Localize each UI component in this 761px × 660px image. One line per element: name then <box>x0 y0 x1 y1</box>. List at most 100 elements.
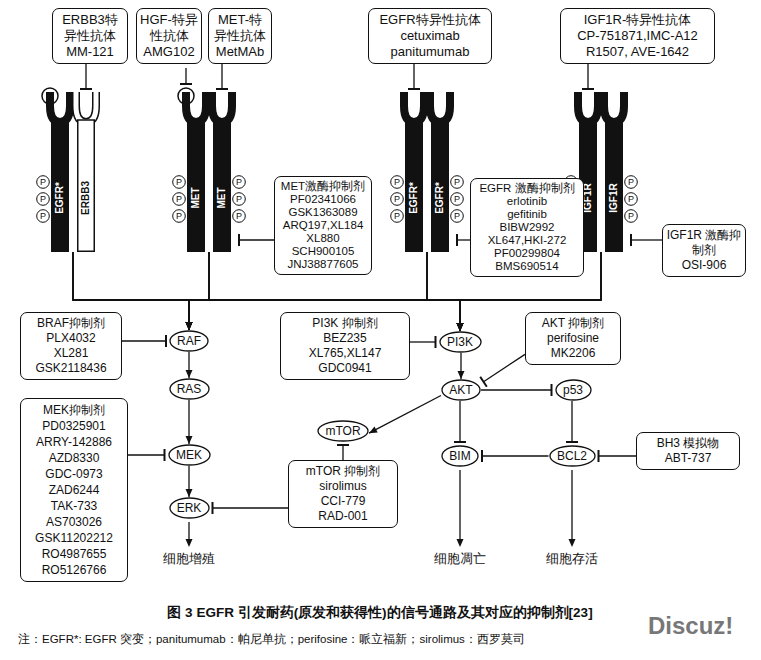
node-label: EGFR 激酶抑制剂 <box>474 182 580 195</box>
node-body: PF02341066 GSK1363089 ARQ197,XL184 XL880… <box>278 193 368 271</box>
node-label: P <box>624 192 638 206</box>
receptor-stem <box>213 120 231 252</box>
connector-line <box>221 64 222 89</box>
phospho-shape <box>391 176 404 189</box>
phospho-circle: P <box>450 192 464 206</box>
connector-line <box>457 239 470 240</box>
receptor: MET <box>182 92 210 252</box>
rounded-box: MET激酶抑制剂PF02341066 GSK1363089 ARQ197,XL1… <box>274 176 372 275</box>
phospho-shape <box>37 210 50 223</box>
connector-line <box>427 252 460 331</box>
activation-connector <box>427 252 464 331</box>
node-body: erlotinib gefitinib BIBW2992 XL647,HKI-2… <box>474 195 580 273</box>
arrow-head <box>186 322 193 330</box>
receptor: IGF1R <box>600 92 628 252</box>
receptor-shape <box>400 92 428 252</box>
phospho-circle: P <box>624 209 638 223</box>
receptor-stem <box>78 120 95 251</box>
phospho-circle: P <box>624 175 638 189</box>
oval-shape <box>440 332 481 352</box>
node-label: BCL2 <box>557 445 587 467</box>
arrow-head <box>369 426 378 433</box>
oval-node: MEK <box>168 444 211 466</box>
node-body: OSI-906 <box>666 258 742 273</box>
output-arrow <box>571 470 572 540</box>
node-label: P <box>450 209 464 223</box>
outcome-label: 细胞存活 <box>546 550 598 568</box>
activation-connector <box>369 396 441 434</box>
node-label: IGF1R-特异性抗体 <box>564 12 711 28</box>
receptor-cup <box>186 92 206 122</box>
rounded-box: AKT 抑制剂perifosine MK2206 <box>525 312 621 365</box>
node-body: AMG102 <box>140 44 198 60</box>
receptor: EGFR* <box>426 92 454 252</box>
arrow-head <box>186 322 193 330</box>
phospho-circle: P <box>36 192 50 206</box>
inhibition-connector <box>410 336 436 348</box>
activation-connector <box>186 466 193 497</box>
connector-line <box>189 252 209 330</box>
phospho-circle: P <box>172 209 186 223</box>
inhibit-bar <box>216 88 228 90</box>
arrow-head <box>457 323 464 331</box>
rounded-box: HGF-特异性抗体AMG102 <box>136 8 202 64</box>
phospho-shape <box>625 193 638 206</box>
rounded-box: mTOR 抑制剂sirolimus CCI-779 RAD-001 <box>288 460 398 528</box>
oval-shape <box>169 445 210 465</box>
node-label: P <box>390 192 404 206</box>
inhibit-bar <box>566 441 578 443</box>
inhibit-bar <box>212 502 214 514</box>
receptor-cup <box>50 92 70 122</box>
node-body: cetuximab panitumumab <box>372 28 488 60</box>
arrow-head <box>186 322 193 330</box>
node-label: RAF <box>177 330 201 352</box>
node-label: P <box>624 175 638 189</box>
node-label: MEK抑制剂 <box>24 402 124 418</box>
node-label: EGFR* <box>408 168 420 228</box>
phospho-circle: P <box>172 192 186 206</box>
activation-connector <box>186 352 193 378</box>
figure-caption: 图 3 EGFR 引发耐药(原发和获得性)的信号通路及其对应的抑制剂[23] <box>167 604 592 622</box>
connector-line <box>239 239 274 240</box>
connector-line <box>369 396 441 434</box>
arrow-head <box>458 371 465 379</box>
connector-line <box>128 454 165 455</box>
node-body: perifosine MK2206 <box>529 331 617 361</box>
arrow-head <box>569 539 576 547</box>
connector-line <box>189 252 209 330</box>
inhibition-connector <box>337 445 349 460</box>
receptor: EGFR* <box>400 92 428 252</box>
oval-shape <box>550 446 595 466</box>
activation-connector <box>427 252 464 331</box>
node-label: MEK <box>176 444 202 466</box>
node-body: PD0325901 ARRY-142886 AZD8330 GDC-0973 Z… <box>24 418 124 578</box>
inhibition-connector <box>481 384 552 396</box>
phospho-shape <box>173 210 186 223</box>
connector-line <box>410 341 436 342</box>
output-arrow <box>188 522 189 540</box>
rounded-box: IGF1R 激酶抑制剂OSI-906 <box>662 224 746 277</box>
node-label: AKT 抑制剂 <box>529 316 617 331</box>
receptor-stem <box>431 120 449 252</box>
inhibit-bar <box>337 444 349 446</box>
arrow-head <box>186 322 193 330</box>
connector-line <box>481 389 552 390</box>
phospho-shape <box>451 210 464 223</box>
rounded-box: IGF1R-特异性抗体CP-751871,IMC-A12 R1507, AVE-… <box>560 8 715 64</box>
node-label: EGFR特异性抗体 <box>372 12 488 28</box>
arrow-head <box>457 323 464 331</box>
oval-shape <box>318 421 368 441</box>
arrow-head <box>457 323 464 331</box>
inhibit-bar <box>598 450 600 462</box>
node-label: EGFR* <box>434 168 446 228</box>
receptor-stem <box>605 120 623 252</box>
receptor-shape <box>600 92 628 252</box>
phospho-shape <box>37 193 50 206</box>
receptor-shape <box>182 92 210 252</box>
node-body: ABT-737 <box>640 451 736 466</box>
arrow-head <box>186 539 193 547</box>
oval-node: ERK <box>169 497 210 519</box>
oval-node: mTOR <box>317 420 369 442</box>
node-label: HGF-特异性抗体 <box>140 12 198 44</box>
